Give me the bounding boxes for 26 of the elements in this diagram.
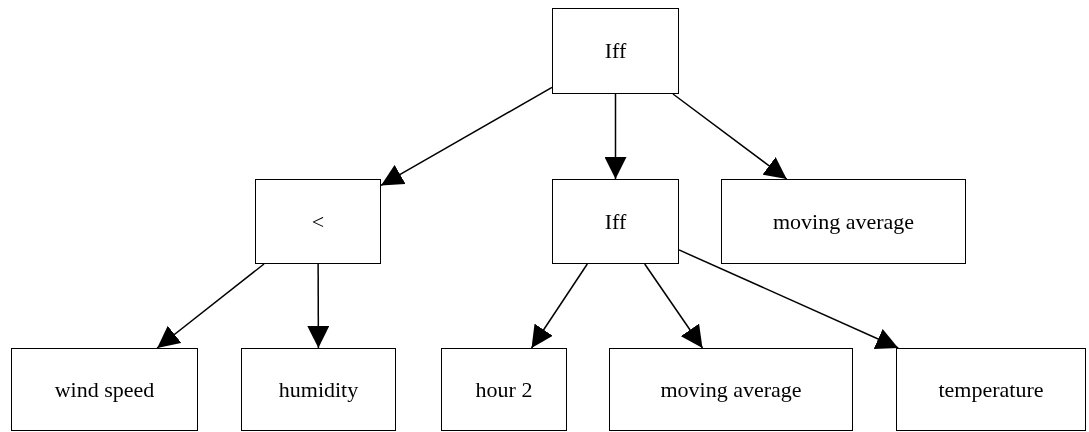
tree-node-box [11,348,198,431]
arrow [672,93,788,180]
tree-node-box [255,179,381,264]
arrow [380,86,553,187]
node-label: moving average [660,376,802,403]
tree-node-box [896,348,1086,431]
node-label: hour 2 [475,376,533,403]
tree-node-box [721,179,966,264]
node-label: Iff [604,208,627,235]
arrow [307,263,330,349]
arrow [156,263,265,349]
arrow [643,263,704,349]
arrow [530,263,589,349]
node-label: Iff [604,38,627,64]
arrow [604,93,627,180]
node-label: wind speed [54,376,155,403]
node-label: < [311,208,325,235]
node-label: humidity [278,376,359,403]
node-label: moving average [772,208,915,235]
tree-node-box [609,348,853,431]
tree-node-box [441,348,567,431]
tree-node-box [241,348,396,431]
arrow [678,249,899,350]
tree-node-box [552,179,679,264]
tree-node-box [552,8,679,94]
node-label: temperature [938,376,1044,403]
